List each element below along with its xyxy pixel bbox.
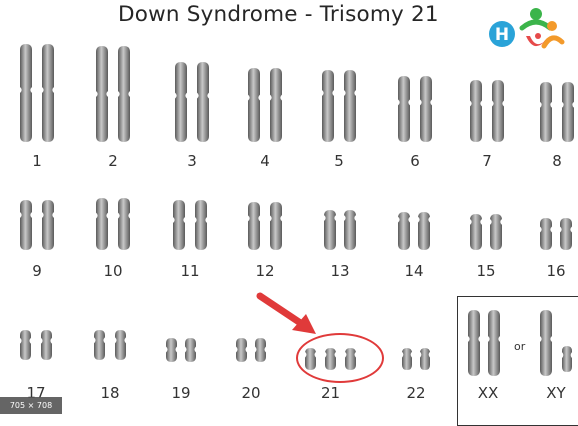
chromosome-pair-12 bbox=[248, 202, 282, 250]
chromosome-number-12: 12 bbox=[245, 262, 285, 280]
chromatid bbox=[560, 218, 572, 250]
page-title: Down Syndrome - Trisomy 21 bbox=[118, 2, 478, 27]
chromatid bbox=[398, 212, 410, 250]
chromosome-group-17 bbox=[20, 330, 52, 360]
chromosome-number-18: 18 bbox=[90, 384, 130, 402]
chromosome-number-15: 15 bbox=[466, 262, 506, 280]
chromosome-group-19 bbox=[166, 338, 196, 362]
sex-chromosome-box bbox=[457, 296, 578, 426]
chromosome-group-22 bbox=[402, 348, 430, 370]
chromatid bbox=[248, 68, 260, 142]
chromatid bbox=[420, 348, 430, 370]
karyotype-diagram: Down Syndrome - Trisomy 21 H 1 2 3 4 bbox=[0, 0, 578, 414]
chromatid bbox=[418, 212, 430, 250]
chromosome-number-7: 7 bbox=[467, 152, 507, 170]
chromosome-number-3: 3 bbox=[172, 152, 212, 170]
chromatid bbox=[94, 330, 105, 360]
chromosome-number-9: 9 bbox=[17, 262, 57, 280]
chromatid bbox=[492, 80, 504, 142]
chromatid bbox=[322, 70, 334, 142]
chromatid bbox=[490, 214, 502, 250]
chromosome-pair-7 bbox=[470, 80, 504, 142]
chromosome-number-20: 20 bbox=[231, 384, 271, 402]
chromatid bbox=[195, 200, 207, 250]
chromosome-group-20 bbox=[236, 338, 266, 362]
chromatid bbox=[470, 80, 482, 142]
chromosome-pair-15 bbox=[470, 214, 502, 250]
logo: H bbox=[486, 6, 572, 56]
chromosome-number-10: 10 bbox=[93, 262, 133, 280]
chromatid bbox=[540, 82, 552, 142]
chromatid bbox=[255, 338, 266, 362]
chromatid bbox=[96, 46, 108, 142]
chromosome-pair-13 bbox=[324, 210, 356, 250]
chromatid bbox=[344, 210, 356, 250]
or-label: or bbox=[514, 340, 525, 353]
chromatid bbox=[96, 198, 108, 250]
chromatid bbox=[344, 70, 356, 142]
chromosome-pair-14 bbox=[398, 212, 430, 250]
chromatid bbox=[42, 200, 54, 250]
chromatid bbox=[20, 44, 32, 142]
chromatid bbox=[197, 62, 209, 142]
chromosome-pair-5 bbox=[322, 70, 356, 142]
chromosome-pair-10 bbox=[96, 198, 130, 250]
chromatid bbox=[470, 214, 482, 250]
chromosome-pair-11 bbox=[173, 200, 207, 250]
arrow-icon bbox=[256, 292, 320, 338]
chromatid bbox=[118, 198, 130, 250]
chromatid bbox=[270, 202, 282, 250]
chromosome-number-13: 13 bbox=[320, 262, 360, 280]
chromosome-pair-6 bbox=[398, 76, 432, 142]
svg-text:H: H bbox=[495, 25, 509, 45]
chromosome-number-1: 1 bbox=[17, 152, 57, 170]
chromatid bbox=[20, 330, 31, 360]
chromosome-number-22: 22 bbox=[396, 384, 436, 402]
chromosome-pair-16 bbox=[540, 218, 572, 250]
chromatid bbox=[398, 76, 410, 142]
chromosome-number-21: 21 bbox=[311, 384, 351, 402]
chromatid bbox=[42, 44, 54, 142]
chromatid bbox=[173, 200, 185, 250]
chromosome-group-18 bbox=[94, 330, 126, 360]
chromosome-number-4: 4 bbox=[245, 152, 285, 170]
chromosome-pair-3 bbox=[175, 62, 209, 142]
chromatid bbox=[118, 46, 130, 142]
chromatid bbox=[540, 218, 552, 250]
chromosome-pair-1 bbox=[20, 44, 54, 142]
trisomy-highlight-ellipse bbox=[296, 333, 384, 383]
chromatid bbox=[248, 202, 260, 250]
chromosome-number-11: 11 bbox=[170, 262, 210, 280]
chromosome-number-2: 2 bbox=[93, 152, 133, 170]
chromatid bbox=[270, 68, 282, 142]
chromatid bbox=[20, 200, 32, 250]
chromosome-number-19: 19 bbox=[161, 384, 201, 402]
chromosome-number-8: 8 bbox=[537, 152, 577, 170]
chromatid bbox=[175, 62, 187, 142]
chromatid bbox=[236, 338, 247, 362]
chromatid bbox=[324, 210, 336, 250]
chromosome-number-5: 5 bbox=[319, 152, 359, 170]
chromosome-pair-9 bbox=[20, 200, 54, 250]
chromatid bbox=[402, 348, 412, 370]
image-size-watermark: 705 × 708 bbox=[0, 397, 62, 414]
chromosome-pair-8 bbox=[540, 82, 574, 142]
chromatid bbox=[562, 82, 574, 142]
chromosome-number-6: 6 bbox=[395, 152, 435, 170]
chromatid bbox=[115, 330, 126, 360]
chromatid bbox=[185, 338, 196, 362]
chromatid bbox=[420, 76, 432, 142]
chromatid bbox=[41, 330, 52, 360]
chromatid bbox=[166, 338, 177, 362]
chromosome-pair-2 bbox=[96, 46, 130, 142]
chromosome-number-16: 16 bbox=[536, 262, 576, 280]
chromosome-number-14: 14 bbox=[394, 262, 434, 280]
chromosome-pair-4 bbox=[248, 68, 282, 142]
